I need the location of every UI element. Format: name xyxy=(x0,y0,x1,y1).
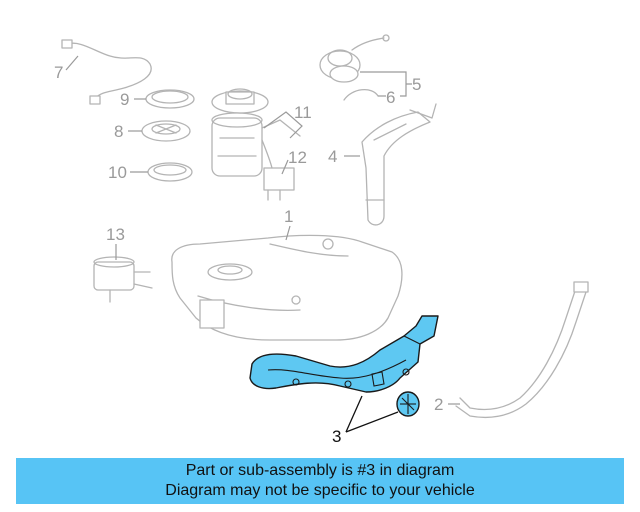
part-3-grommet[interactable] xyxy=(396,391,420,417)
callout-10: 10 xyxy=(108,163,127,182)
callout-4: 4 xyxy=(328,147,337,166)
part-6-clip[interactable] xyxy=(343,89,379,101)
part-4-filler-neck[interactable] xyxy=(361,103,437,226)
part-10-seal-ring[interactable] xyxy=(147,162,193,182)
callout-7: 7 xyxy=(54,63,63,82)
part-2-strap[interactable] xyxy=(455,281,589,419)
part-13-valve[interactable] xyxy=(93,256,153,303)
part-1-fuel-tank[interactable] xyxy=(171,234,403,341)
parts-diagram: 7 9 8 10 11 12 xyxy=(54,34,589,446)
part-8-lock-ring[interactable] xyxy=(141,120,191,142)
callout-13: 13 xyxy=(106,225,125,244)
part-3-heat-shield[interactable] xyxy=(249,315,439,393)
part-5-filler-cap[interactable] xyxy=(319,34,390,83)
part-12-sender-unit[interactable] xyxy=(261,139,295,201)
callout-3: 3 xyxy=(332,427,341,446)
banner-line-1: Part or sub-assembly is #3 in diagram xyxy=(185,462,455,479)
info-banner: Part or sub-assembly is #3 in diagram Di… xyxy=(16,458,624,504)
callout-2: 2 xyxy=(434,395,443,414)
callout-1: 1 xyxy=(284,207,293,226)
callout-6: 6 xyxy=(386,88,395,107)
callout-5: 5 xyxy=(412,75,421,94)
callout-12: 12 xyxy=(288,148,307,167)
part-11-fuel-pump-module[interactable] xyxy=(211,88,301,177)
callout-11: 11 xyxy=(294,103,312,122)
callout-8: 8 xyxy=(114,122,123,141)
banner-line-2: Diagram may not be specific to your vehi… xyxy=(165,482,475,499)
part-7-wire-harness[interactable] xyxy=(61,39,152,105)
part-9-gasket[interactable] xyxy=(145,89,195,109)
callout-9: 9 xyxy=(120,90,129,109)
